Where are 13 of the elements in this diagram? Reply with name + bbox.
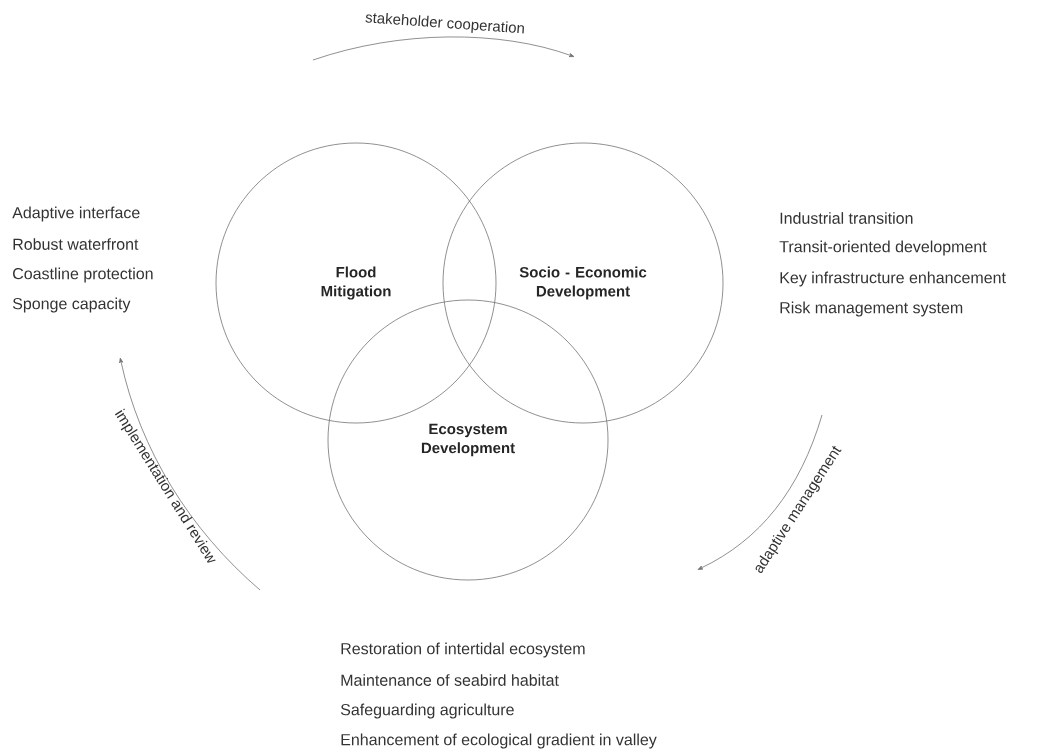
list-item: Sponge capacity bbox=[12, 297, 131, 313]
list-item: Enhancement of ecological gradient in valley bbox=[341, 733, 657, 749]
list-item: Transit-oriented development bbox=[779, 240, 987, 256]
list-item: Coastline protection bbox=[13, 267, 153, 283]
list-item: Risk management system bbox=[780, 301, 963, 317]
list-item: Restoration of intertidal ecosystem bbox=[341, 642, 585, 658]
list-item: Maintenance of seabird habitat bbox=[341, 674, 559, 686]
list-item: Key infrastructure enhancement bbox=[780, 271, 1006, 287]
list-item: Safeguarding agriculture bbox=[340, 703, 514, 719]
list-item: Adaptive interface bbox=[12, 206, 140, 222]
list-item: Robust waterfront bbox=[13, 238, 139, 250]
arrow-label: stakeholder cooperation bbox=[365, 12, 524, 34]
list-item: Industrial transition bbox=[780, 212, 913, 224]
